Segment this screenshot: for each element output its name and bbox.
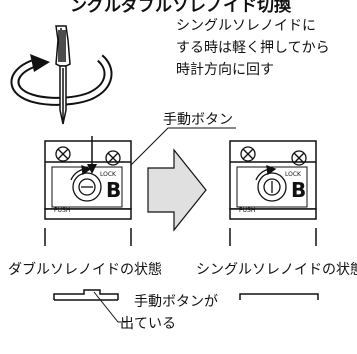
bottom-note-line-1: 手動ボタンが <box>134 294 218 310</box>
manual-button-label: 手動ボタン <box>163 112 233 128</box>
rotation-arrow-icon <box>10 54 113 106</box>
right-manual-button <box>255 165 287 202</box>
instruction-line-2: する時は軽く押してから <box>176 40 330 56</box>
screwdriver-icon <box>55 25 71 125</box>
left-valve-screw-right-icon <box>105 150 121 166</box>
bottom-left-valve-outline <box>53 289 119 301</box>
right-push-label: PUSH <box>239 207 255 214</box>
left-manual-button <box>70 165 102 202</box>
right-lock-label: LOCK <box>285 171 302 178</box>
manual-button-leader-line <box>119 127 236 177</box>
left-lock-label: LOCK <box>100 171 117 178</box>
caption-double-solenoid: ダブルソレノイドの状態 <box>8 261 162 278</box>
title-text: ングルダブルソレノイド切換 <box>70 0 292 16</box>
bottom-note-leader-line <box>93 291 126 323</box>
left-push-label: PUSH <box>54 207 70 214</box>
right-b-label: B <box>291 178 306 202</box>
bottom-right-valve-outline <box>239 293 319 300</box>
right-valve-screw-right-icon <box>291 150 307 166</box>
right-valve-screw-left-icon <box>240 146 256 162</box>
instruction-line-3: 時計方向に回す <box>176 62 274 78</box>
left-valve-screw-left-icon <box>55 146 71 162</box>
instruction-line-1: シングルソレノイドに <box>176 18 316 34</box>
push-direction-arrowhead <box>87 164 97 174</box>
caption-single-solenoid: シングルソレノイドの状態 <box>196 262 357 278</box>
bottom-note-line-2: 出ている <box>120 316 176 332</box>
left-b-label: B <box>106 178 121 202</box>
transition-arrow <box>147 148 207 232</box>
